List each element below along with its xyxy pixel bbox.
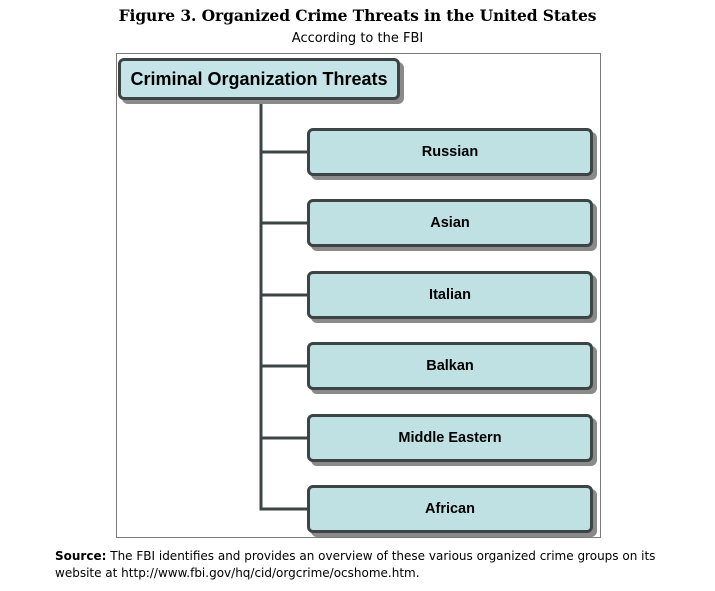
source-note: Source: The FBI identifies and provides … bbox=[55, 548, 695, 582]
child-node-label: Italian bbox=[429, 287, 471, 303]
child-node-label: Balkan bbox=[426, 358, 474, 374]
child-node-african: African bbox=[307, 485, 593, 533]
child-node-label: Middle Eastern bbox=[398, 430, 502, 446]
child-node-russian: Russian bbox=[307, 128, 593, 176]
figure-subtitle: According to the FBI bbox=[291, 31, 424, 46]
figure-title: Figure 3. Organized Crime Threats in the… bbox=[118, 6, 597, 25]
root-node: Criminal Organization Threats bbox=[118, 58, 400, 100]
source-text: The FBI identifies and provides an overv… bbox=[55, 549, 656, 580]
child-node-middle-eastern: Middle Eastern bbox=[307, 414, 593, 462]
child-node-label: African bbox=[425, 501, 475, 517]
root-node-label: Criminal Organization Threats bbox=[130, 68, 388, 89]
child-node-balkan: Balkan bbox=[307, 342, 593, 390]
child-node-label: Russian bbox=[421, 144, 479, 160]
child-node-asian: Asian bbox=[307, 199, 593, 247]
child-node-italian: Italian bbox=[307, 271, 593, 319]
child-node-label: Asian bbox=[430, 215, 470, 231]
source-label: Source: bbox=[55, 549, 107, 563]
